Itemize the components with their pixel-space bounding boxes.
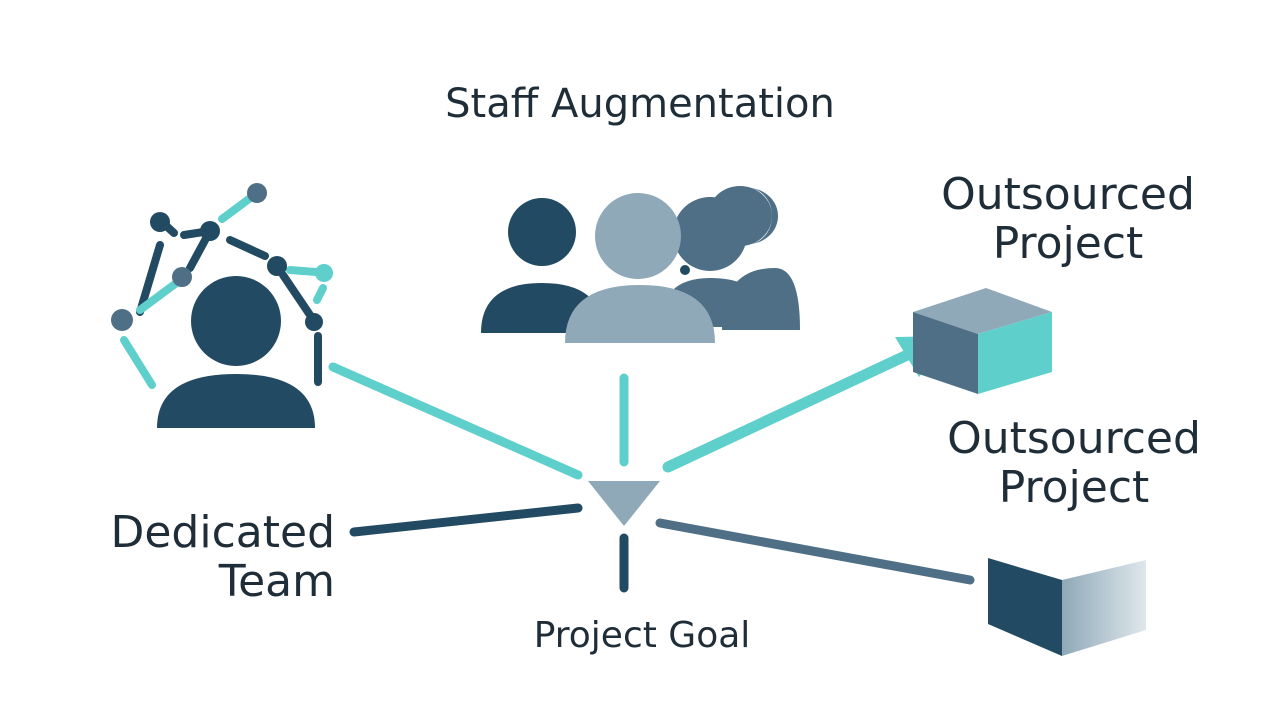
connector-dedicated-lower — [349, 503, 583, 537]
outsourced-project-label-lower: Outsourced Project — [947, 413, 1201, 514]
people-group-icon — [481, 186, 800, 343]
arrow-outsourced-shaft — [662, 344, 924, 473]
connector-dedicated-upper — [328, 362, 583, 480]
box-icon — [988, 558, 1146, 656]
connectors — [328, 336, 975, 593]
outsourced-project-label-upper: Outsourced Project — [941, 169, 1195, 270]
project-goal-label: Project Goal — [533, 615, 751, 656]
staff-augmentation-label: Staff Augmentation — [445, 81, 835, 127]
dedicated-team-label: Dedicated Team — [110, 507, 335, 608]
person-network-icon — [111, 183, 333, 428]
cube-icon — [913, 288, 1052, 394]
connector-outsourced-lower — [655, 518, 975, 585]
triangle-down-icon — [588, 481, 660, 526]
